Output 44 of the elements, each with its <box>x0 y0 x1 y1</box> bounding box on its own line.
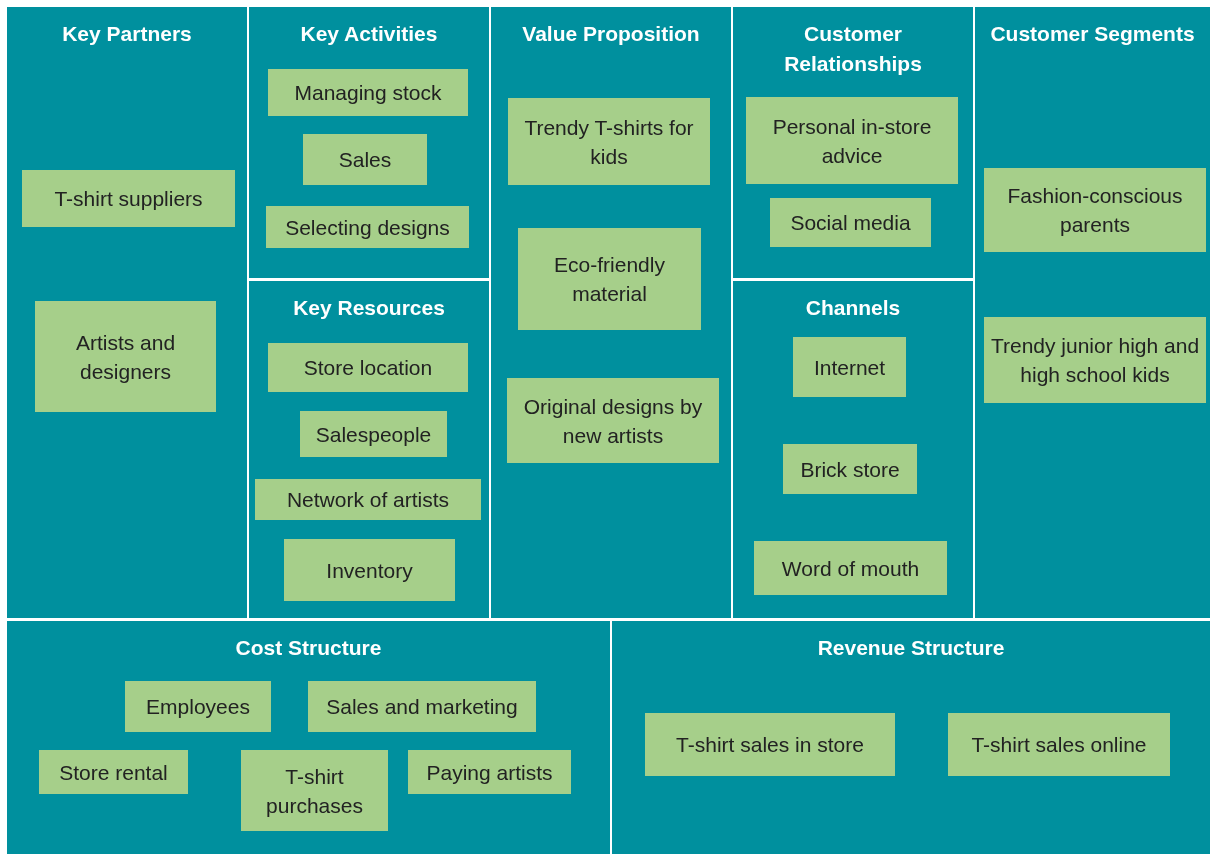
section-heading: Channels <box>805 295 901 321</box>
canvas-section <box>249 7 489 278</box>
sticky-note: Internet <box>793 337 906 397</box>
canvas-section <box>249 281 489 618</box>
sticky-note: Paying artists <box>408 750 571 794</box>
sticky-note: Managing stock <box>268 69 468 116</box>
sticky-note: Trendy junior high and high school kids <box>984 317 1206 403</box>
sticky-note: Inventory <box>284 539 455 601</box>
section-heading: Revenue Structure <box>817 635 1005 661</box>
sticky-note: Social media <box>770 198 931 247</box>
canvas-section <box>612 621 1210 854</box>
sticky-note: Store location <box>268 343 468 392</box>
section-heading: Key Partners <box>62 21 192 47</box>
sticky-note: Sales <box>303 134 427 185</box>
canvas-section <box>733 281 973 618</box>
canvas-section <box>975 7 1210 618</box>
sticky-note: Eco-friendly material <box>518 228 701 330</box>
sticky-note: T-shirt sales in store <box>645 713 895 776</box>
sticky-note: Fashion-conscious parents <box>984 168 1206 252</box>
section-heading: Key Resources <box>293 295 445 321</box>
sticky-note: Store rental <box>39 750 188 794</box>
section-heading: Key Activities <box>300 21 438 47</box>
sticky-note: Salespeople <box>300 411 447 457</box>
section-heading: Value Proposition <box>522 21 700 47</box>
sticky-note: Employees <box>125 681 271 732</box>
section-heading: Customer Segments <box>990 21 1195 47</box>
canvas-section <box>7 7 247 618</box>
canvas-section <box>491 7 731 618</box>
section-heading: Cost Structure <box>235 635 382 661</box>
sticky-note: Personal in-store advice <box>746 97 958 184</box>
sticky-note: Original designs by new artists <box>507 378 719 463</box>
sticky-note: T-shirt purchases <box>241 750 388 831</box>
canvas-section <box>7 621 610 854</box>
sticky-note: Word of mouth <box>754 541 947 595</box>
sticky-note: T-shirt suppliers <box>22 170 235 227</box>
sticky-note: Network of artists <box>255 479 481 520</box>
sticky-note: Sales and marketing <box>308 681 536 732</box>
sticky-note: Artists and designers <box>35 301 216 412</box>
sticky-note: T-shirt sales online <box>948 713 1170 776</box>
sticky-note: Trendy T-shirts for kids <box>508 98 710 185</box>
sticky-note: Selecting designs <box>266 206 469 248</box>
canvas-section <box>733 7 973 278</box>
sticky-note: Brick store <box>783 444 917 494</box>
section-heading: Customer Relationships <box>783 21 923 77</box>
